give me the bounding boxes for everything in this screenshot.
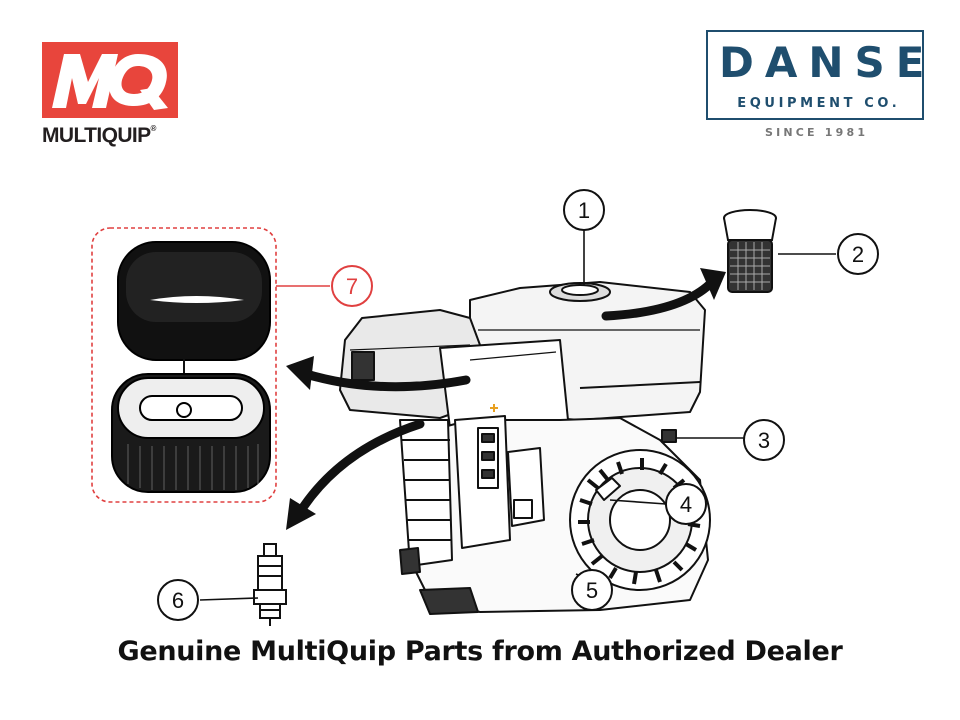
foam-pre-filter <box>117 241 271 361</box>
spark-plug <box>253 543 287 626</box>
svg-text:3: 3 <box>758 428 770 453</box>
callout-4: 4 <box>665 483 707 525</box>
svg-text:4: 4 <box>680 492 692 517</box>
callout-3: 3 <box>743 419 785 461</box>
arrow-to-spark-plug <box>295 419 425 517</box>
danse-subtitle: EQUIPMENT CO. <box>737 96 901 111</box>
danse-logo-box: DANSE EQUIPMENT CO. <box>706 30 924 120</box>
svg-text:6: 6 <box>172 588 184 613</box>
danse-name: DANSE <box>719 38 936 87</box>
mq-letters-icon <box>42 42 178 118</box>
multiquip-logo: MULTIQUIP® <box>42 42 180 154</box>
arrow-to-strainer <box>601 279 715 321</box>
svg-text:1: 1 <box>578 198 590 223</box>
danse-since: SINCE 1981 <box>764 126 869 139</box>
callout-7: 7 <box>331 265 373 307</box>
danse-equipment-logo: DANSE EQUIPMENT CO. SINCE 1981 <box>706 30 928 146</box>
air-filter-group <box>91 227 277 503</box>
removal-arrows <box>286 268 726 530</box>
fuel-strainer <box>723 209 777 293</box>
arrow-to-air-filter <box>301 369 471 392</box>
callout-2: 2 <box>837 233 879 275</box>
svg-text:5: 5 <box>586 578 598 603</box>
engine-illustration <box>339 281 711 615</box>
mq-badge <box>42 42 178 118</box>
svg-text:7: 7 <box>346 274 358 299</box>
callout-6: 6 <box>157 579 199 621</box>
callout-5: 5 <box>571 569 613 611</box>
callout-1: 1 <box>563 189 605 231</box>
paper-air-filter <box>111 373 271 493</box>
svg-text:2: 2 <box>852 242 864 267</box>
caption: Genuine MultiQuip Parts from Authorized … <box>117 636 843 667</box>
multiquip-wordmark: MULTIQUIP® <box>42 124 156 147</box>
